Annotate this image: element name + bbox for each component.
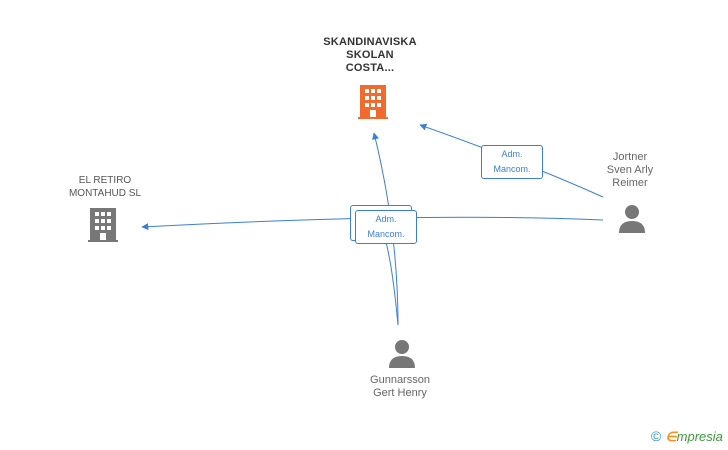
elretiro-company-label[interactable]: EL RETIRO MONTAHUD SL [45, 174, 165, 200]
building-icon[interactable] [358, 85, 390, 119]
main-company-name-line: SKANDINAVISKA [323, 36, 417, 48]
gunnarsson-person-label[interactable]: Gunnarsson Gert Henry [350, 374, 450, 400]
gunnarsson-name-line: Gunnarsson [370, 374, 430, 386]
edge-role-line: Mancom. [367, 229, 405, 239]
building-icon[interactable] [88, 208, 120, 242]
elretiro-name-line: MONTAHUD SL [68, 188, 142, 199]
elretiro-name-line: EL RETIRO [78, 175, 132, 186]
jortner-name-line: Jortner [612, 151, 648, 163]
gunnarsson-name-line: Gert Henry [373, 387, 427, 399]
copyright-symbol: © [651, 428, 662, 444]
person-icon[interactable] [617, 203, 647, 233]
jortner-name-line: Sven Arly [606, 164, 654, 176]
main-company-name-line: COSTA... [345, 62, 395, 74]
main-company-name-line: SKOLAN [346, 49, 394, 61]
jortner-name-line: Reimer [612, 177, 648, 189]
jortner-person-label[interactable]: Jortner Sven Arly Reimer [588, 151, 672, 190]
edge-role-badge[interactable]: Adm. Mancom. [481, 145, 543, 179]
brand-wordmark: mpresia [676, 429, 723, 444]
empresia-logo: ©∈mpresia [651, 428, 723, 445]
edge-role-badge[interactable]: Adm. Mancom. [355, 210, 417, 244]
person-icon[interactable] [387, 338, 417, 368]
edge-role-line: Adm. [375, 214, 397, 224]
edge-role-line: Mancom. [493, 164, 531, 174]
brand-e-mark: ∈ [665, 429, 677, 444]
main-company-label[interactable]: SKANDINAVISKA SKOLAN COSTA... [310, 36, 430, 75]
edge-role-line: Adm. [501, 149, 523, 159]
